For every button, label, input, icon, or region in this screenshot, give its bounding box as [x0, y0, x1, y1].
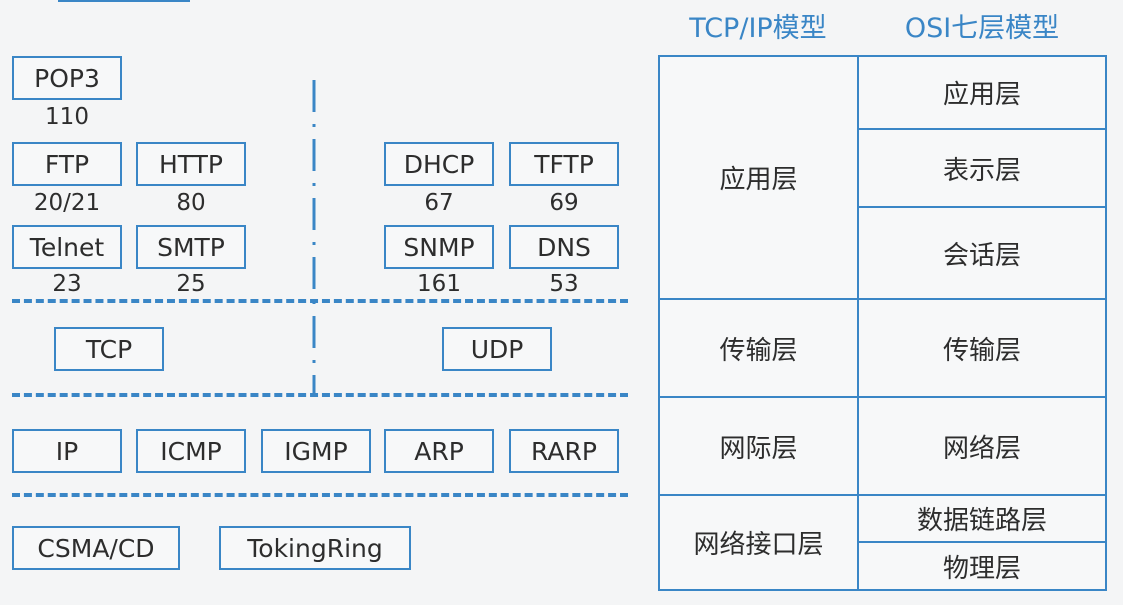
protocol-label: SNMP [403, 232, 475, 262]
tcpip-internet-layer: 网际层 [658, 396, 859, 496]
layer-label: 网络层 [942, 433, 1021, 464]
protocol-label: HTTP [159, 149, 223, 179]
protocol-tftp: TFTP [509, 142, 619, 186]
port-dhcp: 67 [424, 190, 454, 216]
protocol-snmp: SNMP [384, 225, 494, 269]
protocol-telnet: Telnet [12, 225, 122, 269]
protocol-label: CSMA/CD [37, 533, 155, 563]
protocol-label: TFTP [534, 149, 594, 179]
osi-physical-layer: 物理层 [857, 541, 1107, 591]
port-pop3: 110 [45, 104, 89, 130]
tcpip-transport-layer: 传输层 [658, 298, 859, 398]
protocol-ftp: FTP [12, 142, 122, 186]
protocol-label: Telnet [29, 232, 105, 262]
port-snmp: 161 [417, 271, 461, 297]
port-telnet: 23 [52, 271, 82, 297]
layer-divider-transport-internet [12, 393, 628, 397]
protocol-icmp: ICMP [136, 429, 246, 473]
osi-presentation-layer: 表示层 [857, 128, 1107, 208]
protocol-csma-cd: CSMA/CD [12, 526, 180, 570]
protocol-http: HTTP [136, 142, 246, 186]
port-dns: 53 [549, 271, 579, 297]
layer-label: 应用层 [719, 165, 798, 195]
protocol-dns: DNS [509, 225, 619, 269]
protocol-arp: ARP [384, 429, 494, 473]
protocol-tokenring: TokingRing [219, 526, 411, 570]
osi-model-header: OSI七层模型 [904, 13, 1060, 44]
protocol-rarp: RARP [509, 429, 619, 473]
protocol-tcp: TCP [54, 327, 164, 371]
protocol-pop3: POP3 [12, 56, 122, 100]
tcpip-network-interface-layer: 网络接口层 [658, 494, 859, 591]
port-tftp: 69 [549, 190, 579, 216]
layer-label: 会话层 [942, 240, 1021, 271]
protocol-ip: IP [12, 429, 122, 473]
layer-label: 网际层 [719, 433, 798, 464]
port-smtp: 25 [176, 271, 206, 297]
layer-divider-internet-link [12, 493, 628, 497]
protocol-udp: UDP [442, 327, 552, 371]
osi-session-layer: 会话层 [857, 206, 1107, 300]
vertical-divider [312, 80, 316, 396]
protocol-label: UDP [470, 334, 524, 364]
layer-label: 网络接口层 [693, 530, 824, 560]
protocol-smtp: SMTP [136, 225, 246, 269]
layer-label: 传输层 [942, 335, 1021, 366]
protocol-label: IP [55, 436, 79, 466]
layer-label: 物理层 [942, 553, 1021, 584]
protocol-label: FTP [44, 149, 90, 179]
protocol-label: POP3 [34, 63, 100, 93]
protocol-label: SMTP [157, 232, 225, 262]
protocol-label: ARP [414, 436, 464, 466]
protocol-label: DHCP [403, 149, 475, 179]
layer-divider-app-transport [12, 299, 628, 303]
protocol-label: IGMP [284, 436, 348, 466]
port-http: 80 [176, 190, 206, 216]
port-ftp: 20/21 [33, 190, 101, 216]
top-accent-line [58, 0, 190, 2]
tcpip-application-layer: 应用层 [658, 55, 859, 300]
osi-network-layer: 网络层 [857, 396, 1107, 496]
layer-label: 传输层 [719, 335, 798, 366]
osi-application-layer: 应用层 [857, 55, 1107, 130]
layer-label: 应用层 [942, 80, 1021, 110]
protocol-dhcp: DHCP [384, 142, 494, 186]
protocol-label: ICMP [160, 436, 222, 466]
protocol-label: TokingRing [247, 533, 383, 563]
tcpip-model-header: TCP/IP模型 [689, 13, 827, 44]
protocol-label: RARP [531, 436, 597, 466]
protocol-label: TCP [85, 334, 133, 364]
osi-data-link-layer: 数据链路层 [857, 494, 1107, 543]
protocol-igmp: IGMP [261, 429, 371, 473]
osi-transport-layer: 传输层 [857, 298, 1107, 398]
protocol-label: DNS [537, 232, 591, 262]
layer-label: 表示层 [942, 155, 1021, 186]
layer-label: 数据链路层 [916, 506, 1047, 536]
